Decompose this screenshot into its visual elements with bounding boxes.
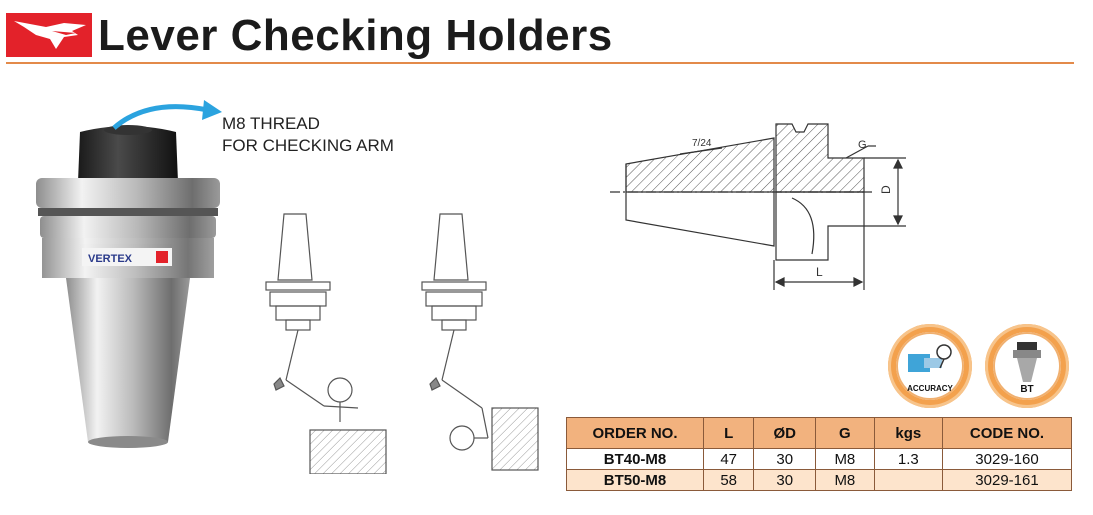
page-title: Lever Checking Holders bbox=[98, 11, 613, 60]
cell-order: BT50-M8 bbox=[566, 469, 704, 491]
cell-d: 30 bbox=[753, 469, 817, 491]
usage-sketch-side bbox=[418, 212, 548, 474]
cell-order: BT40-M8 bbox=[566, 448, 704, 470]
col-d: ØD bbox=[753, 417, 817, 449]
cell-l: 58 bbox=[702, 469, 755, 491]
cell-g: M8 bbox=[815, 448, 875, 470]
col-code-no: CODE NO. bbox=[942, 417, 1072, 449]
product-photo: VERTEX bbox=[28, 120, 228, 460]
bt-holder-icon bbox=[1013, 342, 1041, 382]
accuracy-label: ACCURACY bbox=[907, 384, 953, 393]
col-order-no: ORDER NO. bbox=[566, 417, 704, 449]
cell-d: 30 bbox=[753, 448, 817, 470]
cell-kgs: 1.3 bbox=[873, 448, 944, 470]
cell-kgs bbox=[873, 469, 944, 491]
usage-sketch-vertical bbox=[262, 212, 392, 475]
callout-arrow bbox=[112, 100, 222, 130]
taper-label: 7/24 bbox=[692, 138, 712, 149]
brand-text: VERTEX bbox=[88, 253, 133, 265]
cell-code: 3029-160 bbox=[942, 448, 1072, 470]
col-kgs: kgs bbox=[873, 417, 944, 449]
bt-label: BT bbox=[1020, 384, 1034, 395]
technical-drawing: 7/24 G D L bbox=[606, 118, 926, 294]
dim-g-label: G bbox=[858, 139, 867, 151]
spec-table: ORDER NO. L ØD G kgs CODE NO. BT40-M8 47… bbox=[566, 417, 1072, 491]
callout-line-2: FOR CHECKING ARM bbox=[222, 136, 394, 155]
accuracy-icon bbox=[908, 344, 952, 372]
callout-line-1: M8 THREAD bbox=[222, 114, 320, 133]
accuracy-badge: ACCURACY bbox=[888, 324, 972, 408]
table-header-row: ORDER NO. L ØD G kgs CODE NO. bbox=[566, 417, 1072, 449]
cell-l: 47 bbox=[702, 448, 755, 470]
cell-code: 3029-161 bbox=[942, 469, 1072, 491]
eagle-icon bbox=[14, 21, 86, 49]
table-row: BT50-M8 58 30 M8 3029-161 bbox=[566, 469, 1072, 491]
col-l: L bbox=[702, 417, 755, 449]
title-divider bbox=[6, 62, 1074, 64]
col-g: G bbox=[815, 417, 875, 449]
bt-badge: BT bbox=[985, 324, 1069, 408]
brand-logo bbox=[6, 13, 92, 57]
dim-d-label: D bbox=[879, 185, 893, 194]
table-row: BT40-M8 47 30 M8 1.3 3029-160 bbox=[566, 448, 1072, 470]
dim-l-label: L bbox=[816, 265, 823, 279]
thread-callout: M8 THREAD FOR CHECKING ARM bbox=[222, 113, 394, 157]
cell-g: M8 bbox=[815, 469, 875, 491]
